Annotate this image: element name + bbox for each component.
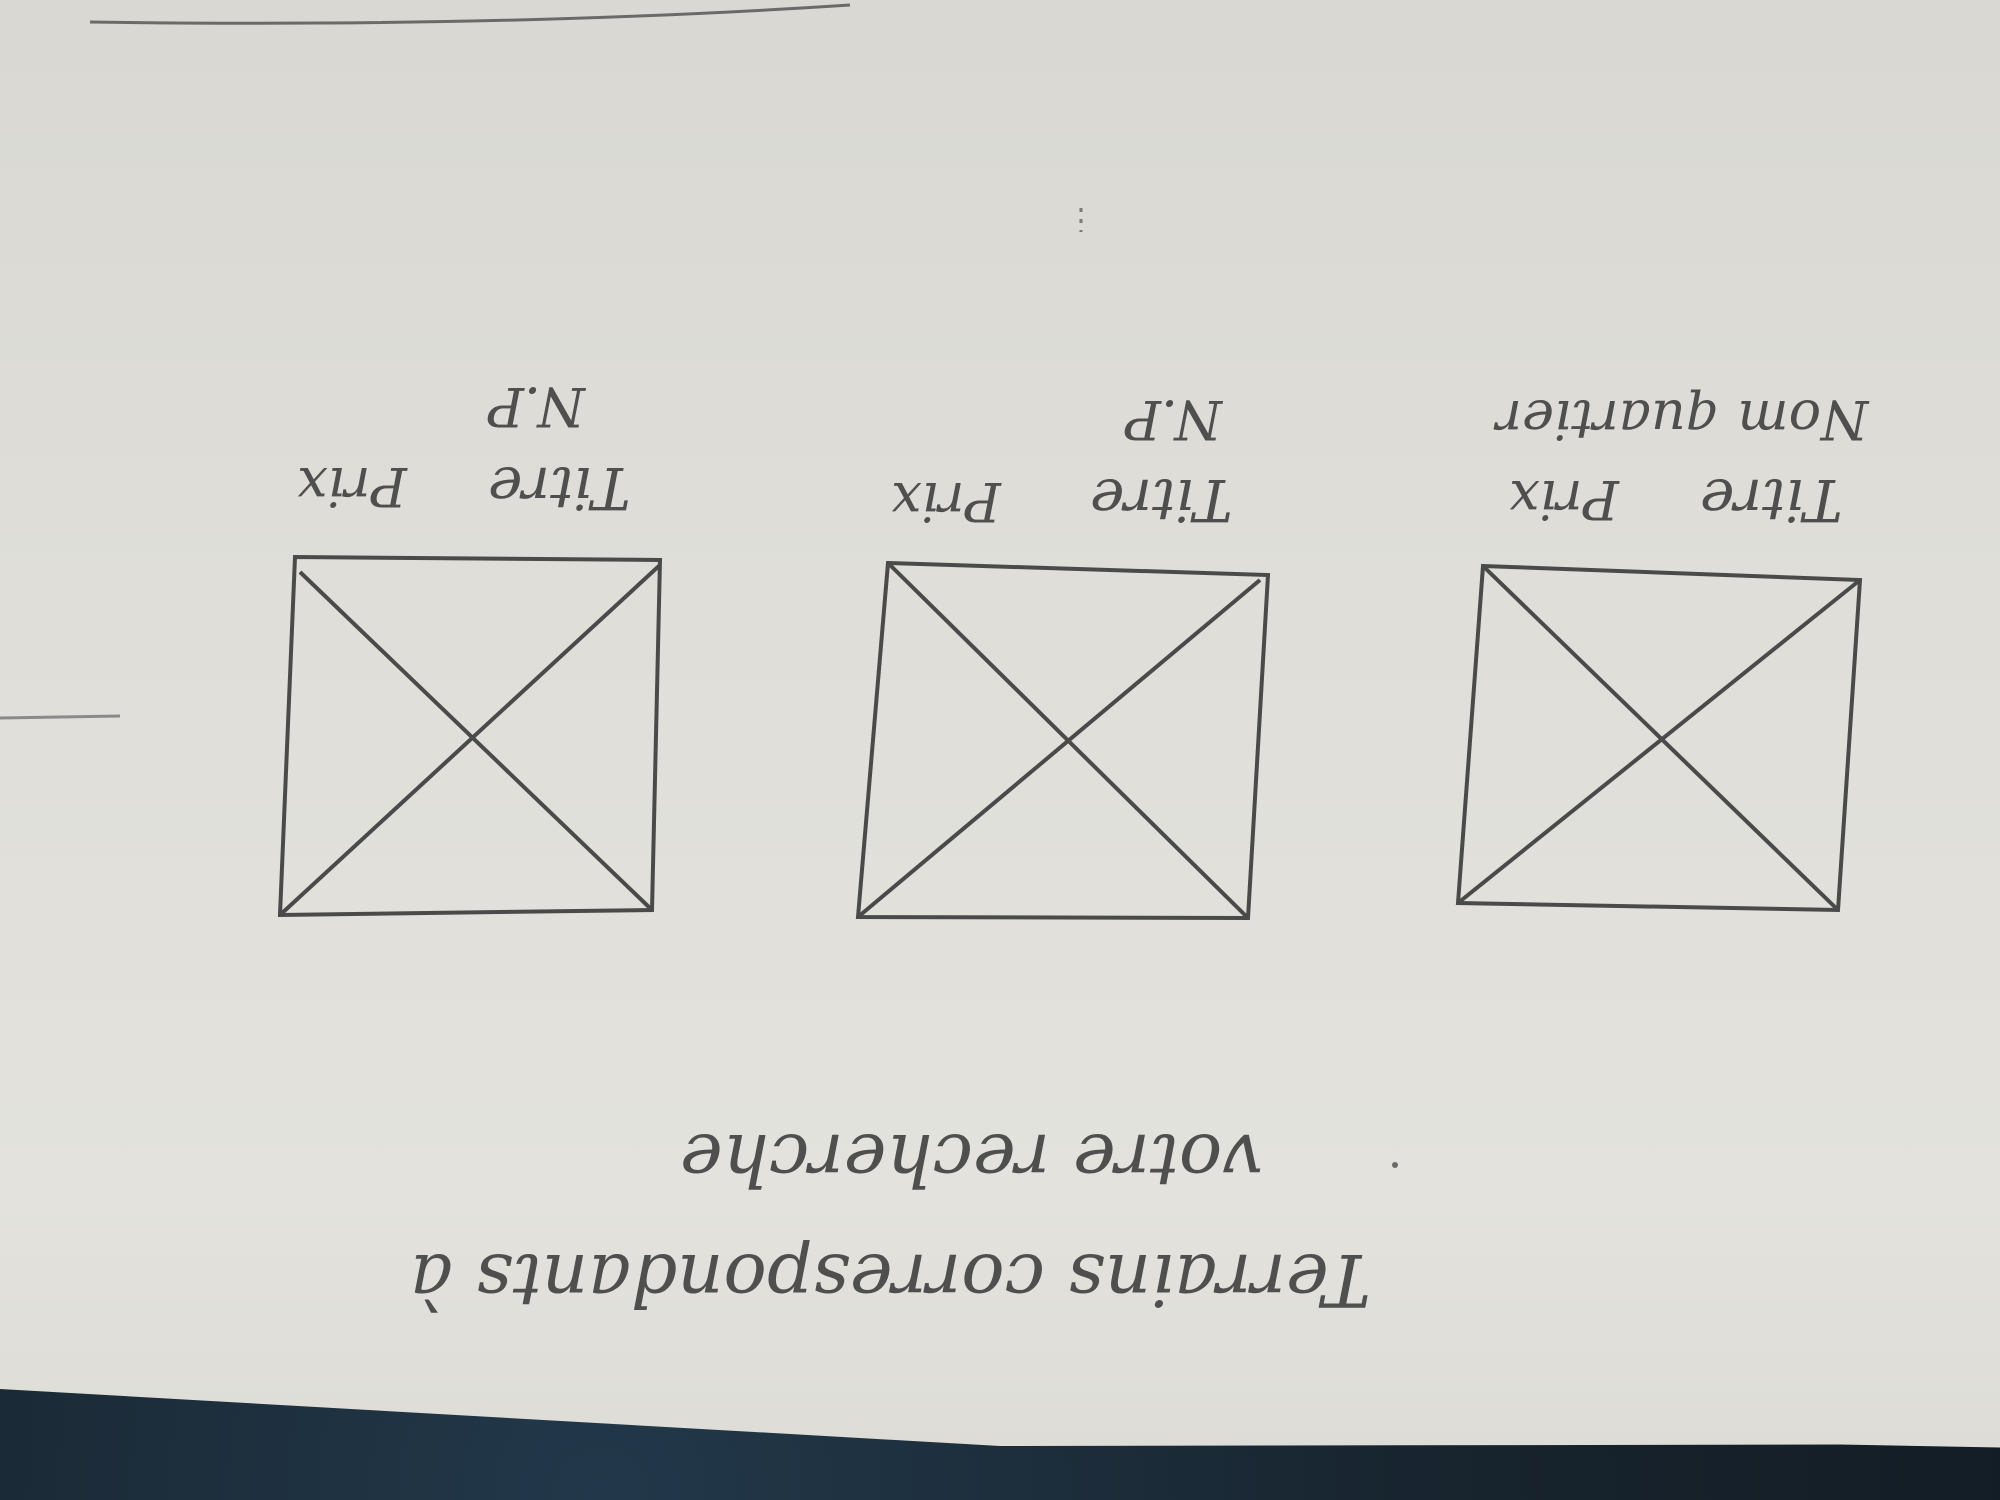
result-card-1[interactable]: Titre Prix Nom quartier [1455,388,1870,913]
card-1-subtitle: Nom quartier [1493,388,1870,451]
result-card-3[interactable]: Titre Prix N.P [277,375,663,918]
card-3-price-label: Prix [297,455,408,518]
result-card-2[interactable]: Titre Prix N.P [855,388,1271,921]
image-placeholder-2 [855,560,1271,921]
image-placeholder-3 [277,554,663,918]
card-1-price-label: Prix [1509,468,1620,531]
page-heading-line-1: Terrains correspondants à [410,1238,1371,1322]
card-3-title-label: Titre [488,454,631,522]
image-placeholder-1 [1455,563,1863,913]
pencil-dot [1392,1162,1398,1168]
page-heading-line-2: votre recherche [680,1118,1263,1202]
card-2-title-label: Titre [1090,466,1233,534]
card-3-subtitle: N.P [486,375,587,438]
card-2-subtitle: N.P [1123,388,1224,451]
pencil-stroke-left [0,714,121,720]
pencil-stroke-top [89,3,851,25]
card-2-price-label: Prix [891,470,1002,533]
card-1-title-label: Titre [1700,466,1843,534]
